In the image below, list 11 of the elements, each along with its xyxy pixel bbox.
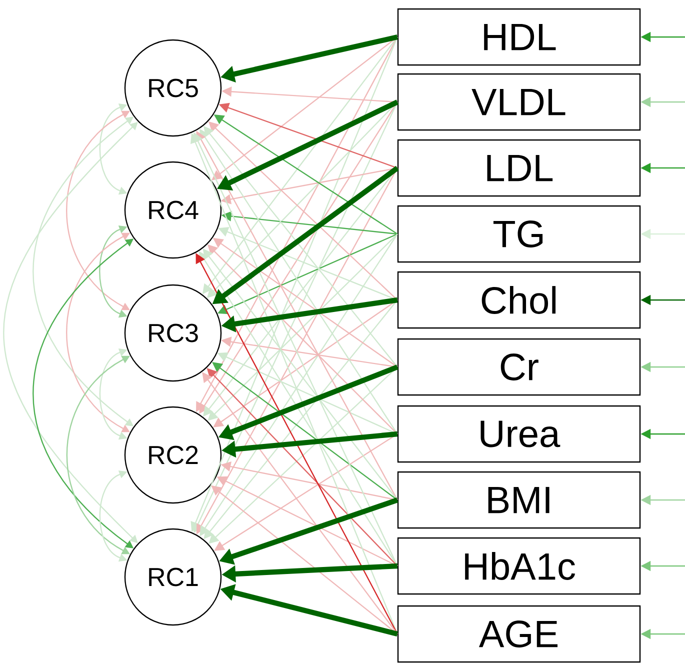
path-arrow xyxy=(212,362,398,500)
variable-box: Chol xyxy=(397,271,641,329)
variable-box: VLDL xyxy=(397,73,641,131)
variable-box: LDL xyxy=(397,139,641,197)
variable-box: Urea xyxy=(397,405,641,463)
variable-box: HDL xyxy=(397,8,641,66)
variable-box: TG xyxy=(397,205,641,263)
variable-box: AGE xyxy=(397,605,641,663)
variable-box: Cr xyxy=(397,338,641,396)
variable-box: BMI xyxy=(397,471,641,529)
variable-box: HbA1c xyxy=(397,537,641,595)
